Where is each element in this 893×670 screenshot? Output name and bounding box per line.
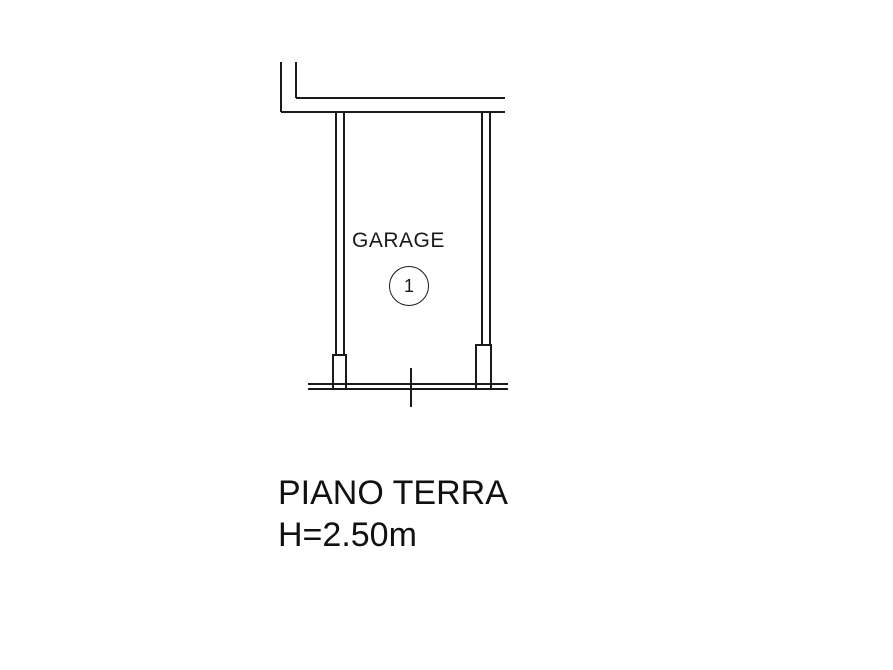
pillar-right — [475, 344, 492, 390]
floor-height-label: H=2.50m — [278, 516, 417, 554]
room-name-label: GARAGE — [352, 229, 445, 252]
floor-title: PIANO TERRA — [278, 474, 508, 512]
unit-number: 1 — [403, 275, 414, 296]
unit-number-circle: 1 — [389, 266, 429, 306]
